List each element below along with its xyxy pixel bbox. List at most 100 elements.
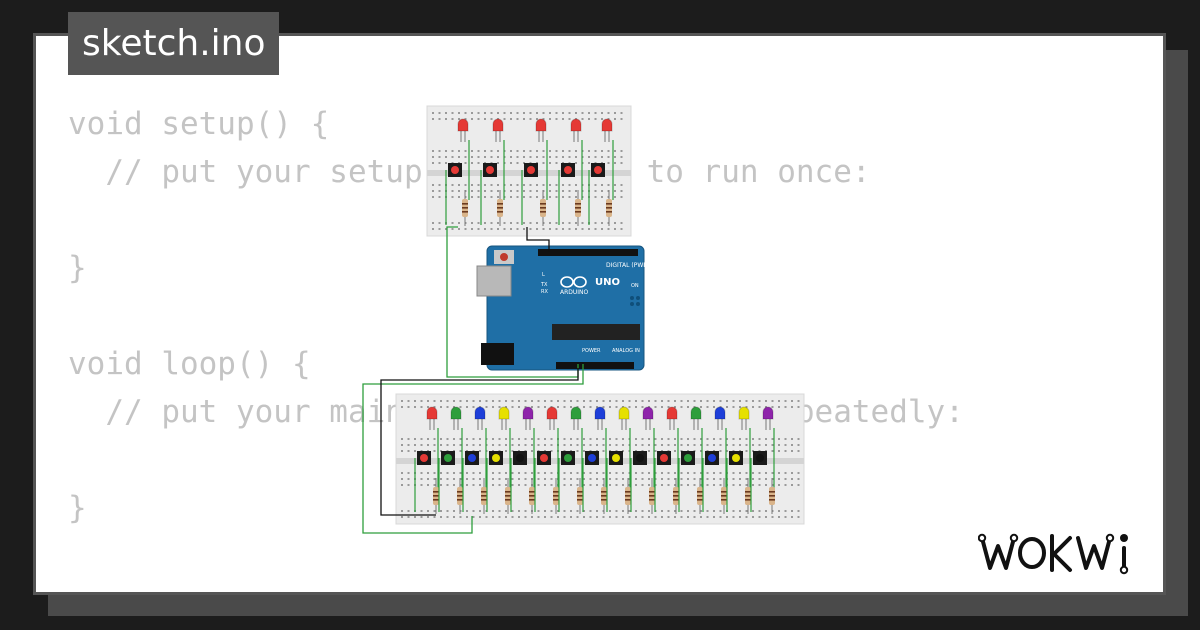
breadboard-hole — [797, 438, 800, 440]
breadboard-hole — [459, 400, 462, 402]
breadboard-hole — [550, 478, 553, 480]
breadboard-hole — [674, 450, 676, 452]
breadboard-hole — [797, 406, 800, 408]
breadboard-hole — [713, 478, 715, 480]
breadboard-hole — [471, 228, 473, 230]
breadboard-hole — [706, 510, 709, 512]
breadboard-hole — [588, 228, 590, 230]
arduino-uno[interactable]: DIGITAL (PWM ~) UNO ARDUINO L TX RX ON P… — [476, 245, 658, 371]
breadboard-hole — [451, 222, 454, 224]
breadboard-hole — [687, 400, 689, 402]
breadboard-hole — [485, 406, 488, 408]
breadboard-hole — [510, 162, 512, 164]
breadboard-hole — [438, 190, 441, 192]
breadboard-hole — [524, 406, 527, 408]
breadboard-hole — [511, 478, 514, 480]
breadboard-hole — [427, 400, 429, 402]
breadboard-hole — [427, 444, 429, 446]
breadboard-hole — [765, 478, 767, 480]
breadboard-hole — [583, 438, 585, 440]
breadboard-hole — [490, 228, 493, 230]
breadboard-hole — [562, 222, 564, 224]
breadboard-hole — [471, 150, 473, 152]
breadboard-hole — [529, 118, 532, 120]
power-jack — [481, 343, 514, 365]
breadboard-hole — [407, 478, 410, 480]
breadboard-hole — [622, 406, 624, 408]
breadboard-hole — [635, 406, 637, 408]
file-tab[interactable]: sketch.ino — [68, 12, 280, 75]
breadboard-hole — [570, 472, 572, 474]
breadboard-hole — [778, 406, 780, 408]
breadboard-hole — [602, 516, 605, 518]
breadboard-hole — [576, 450, 579, 452]
resistor-band — [540, 207, 546, 209]
breadboard-hole — [510, 190, 512, 192]
breadboard-hole — [484, 196, 486, 198]
breadboard-hole — [497, 156, 499, 158]
breadboard-hole — [518, 510, 520, 512]
pushbutton-cap — [527, 166, 535, 174]
pushbutton-cap — [660, 454, 668, 462]
wire-bottom-power — [362, 364, 584, 534]
breadboard-hole — [550, 484, 553, 486]
breadboard-hole — [518, 406, 520, 408]
breadboard-hole — [620, 228, 623, 230]
breadboard-hole — [654, 450, 657, 452]
breadboard-hole — [758, 400, 761, 402]
led — [642, 406, 654, 420]
breadboard-hole — [739, 478, 741, 480]
breadboard-hole — [745, 406, 748, 408]
bottom-components — [414, 406, 775, 514]
breadboard-hole — [588, 156, 590, 158]
breadboard-hole — [407, 438, 410, 440]
breadboard-hole — [575, 196, 577, 198]
breadboard-hole — [713, 516, 715, 518]
breadboard-hole — [576, 510, 579, 512]
breadboard-hole — [536, 222, 538, 224]
resistor-band — [497, 211, 503, 213]
breadboard-hole — [589, 444, 592, 446]
pushbutton-cap — [636, 454, 644, 462]
breadboard-hole — [596, 444, 598, 446]
breadboard-hole — [505, 400, 507, 402]
breadboard-hole — [562, 118, 564, 120]
breadboard-hole — [568, 228, 571, 230]
breadboard-hole — [433, 478, 436, 480]
breadboard-hole — [511, 472, 514, 474]
breadboard-hole — [503, 118, 506, 120]
breadboard-hole — [607, 112, 610, 114]
breadboard-hole — [472, 510, 475, 512]
breadboard-hole — [648, 478, 650, 480]
breadboard-hole — [745, 478, 748, 480]
breadboard-hole — [510, 156, 512, 158]
breadboard-hole — [568, 156, 571, 158]
breadboard-hole — [661, 484, 663, 486]
breadboard-hole — [583, 484, 585, 486]
breadboard-hole — [498, 472, 501, 474]
breadboard-hole — [453, 472, 455, 474]
breadboard-hole — [641, 444, 644, 446]
breadboard-hole — [758, 516, 761, 518]
breadboard-hole — [407, 472, 410, 474]
breadboard-hole — [433, 510, 436, 512]
resistor-band — [625, 495, 631, 497]
breadboard-hole — [700, 400, 702, 402]
breadboard-hole — [797, 484, 800, 486]
breadboard-hole — [523, 222, 525, 224]
breadboard-hole — [537, 406, 540, 408]
breadboard-hole — [784, 444, 787, 446]
led-label-tx: TX — [540, 282, 548, 288]
led-label-rx: RX — [541, 289, 548, 295]
breadboard-hole — [635, 444, 637, 446]
breadboard-hole — [752, 510, 754, 512]
breadboard-hole — [451, 118, 454, 120]
breadboard-hole — [542, 156, 545, 158]
breadboard-hole — [700, 478, 702, 480]
breadboard-hole — [674, 444, 676, 446]
breadboard-hole — [438, 112, 441, 114]
breadboard-hole — [594, 112, 597, 114]
breadboard-hole — [466, 516, 468, 518]
breadboard-hole — [427, 510, 429, 512]
breadboard-hole — [758, 478, 761, 480]
